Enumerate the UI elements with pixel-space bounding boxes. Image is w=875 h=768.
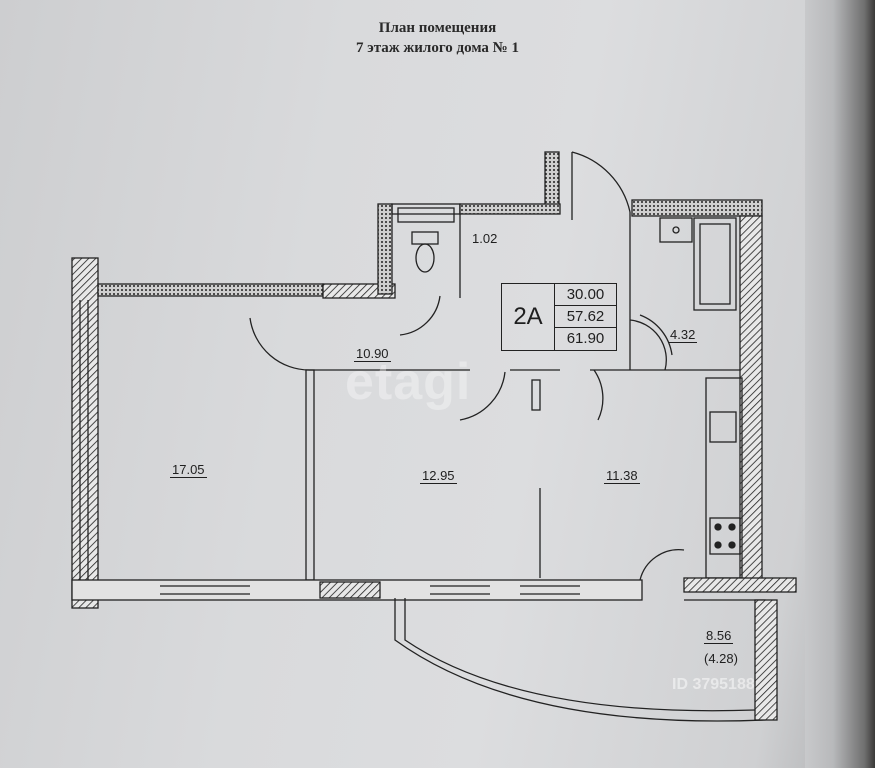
kitchen-counter	[705, 377, 743, 579]
room-area-loggia-reduced: (4.28)	[704, 651, 738, 666]
apartment-area-with-loggia: 61.90	[566, 330, 605, 347]
room-area-living: 12.95	[420, 468, 457, 484]
west-window-wall	[71, 257, 99, 609]
balcony-door	[639, 549, 685, 581]
kitchen-sink	[709, 411, 737, 443]
apartment-id: 2A	[502, 284, 555, 350]
entrance-door	[571, 151, 631, 213]
bedroom-door	[249, 317, 311, 371]
living-door	[459, 371, 506, 421]
room-area-kitchen: 11.38	[604, 468, 640, 484]
apartment-living-area: 30.00	[555, 284, 616, 306]
apartment-summary-box: 2A 30.00 57.62 61.90	[501, 283, 617, 351]
ventilation-duct	[544, 151, 560, 213]
page-edge-shadow	[805, 0, 875, 768]
room-area-wc: 1.02	[472, 231, 498, 246]
sink-bath	[659, 217, 693, 243]
apartment-total-area: 57.62	[555, 306, 616, 328]
wc-door	[399, 295, 441, 336]
bathroom-wall	[631, 199, 763, 217]
north-wall	[97, 283, 324, 297]
wc-wall	[377, 203, 393, 295]
room-area-bathroom: 4.32	[668, 327, 698, 343]
room-area-hall: 10.90	[354, 346, 391, 362]
watermark-logo: etagi	[345, 353, 472, 411]
bathtub	[693, 217, 737, 311]
room-area-loggia: 8.56	[704, 628, 734, 644]
kitchen-door	[593, 369, 604, 421]
loggia-outline	[394, 598, 766, 722]
plan-subtitle: 7 этаж жилого дома № 1	[355, 40, 520, 56]
room-area-bedroom: 17.05	[170, 462, 207, 478]
plan-title: План помещения	[378, 20, 497, 36]
watermark-id: ID 3795188	[672, 676, 755, 693]
toilet-fixture	[415, 243, 435, 273]
stove	[709, 517, 741, 555]
